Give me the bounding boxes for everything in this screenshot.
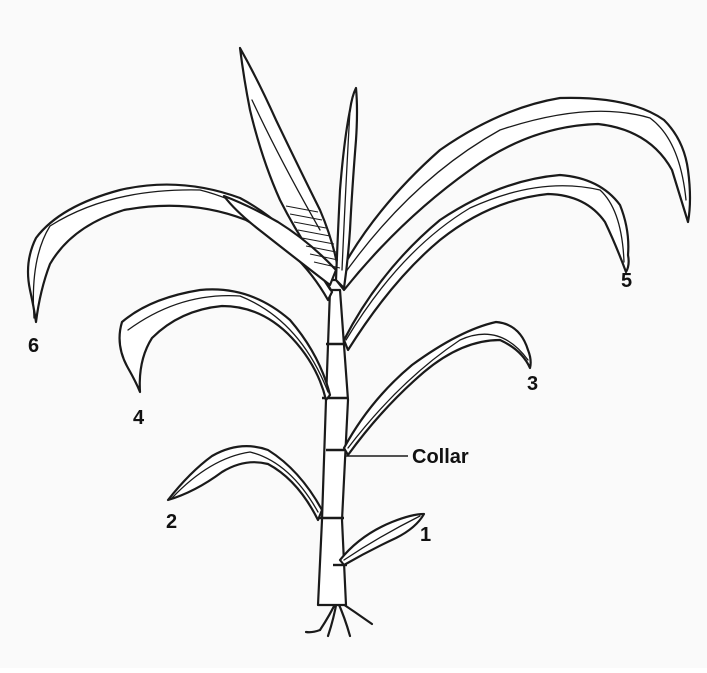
label-leaf-1: 1	[420, 524, 431, 546]
leaf-1	[340, 514, 424, 565]
leaf-3	[344, 322, 531, 455]
label-collar: Collar	[412, 446, 469, 468]
label-leaf-2: 2	[166, 511, 177, 533]
leaf-4	[120, 289, 330, 400]
label-leaf-5: 5	[621, 270, 632, 292]
label-leaf-4: 4	[133, 407, 145, 429]
whorl	[224, 48, 357, 288]
label-leaf-3: 3	[527, 373, 538, 395]
leaf-2	[168, 446, 322, 520]
label-leaf-6: 6	[28, 335, 39, 357]
